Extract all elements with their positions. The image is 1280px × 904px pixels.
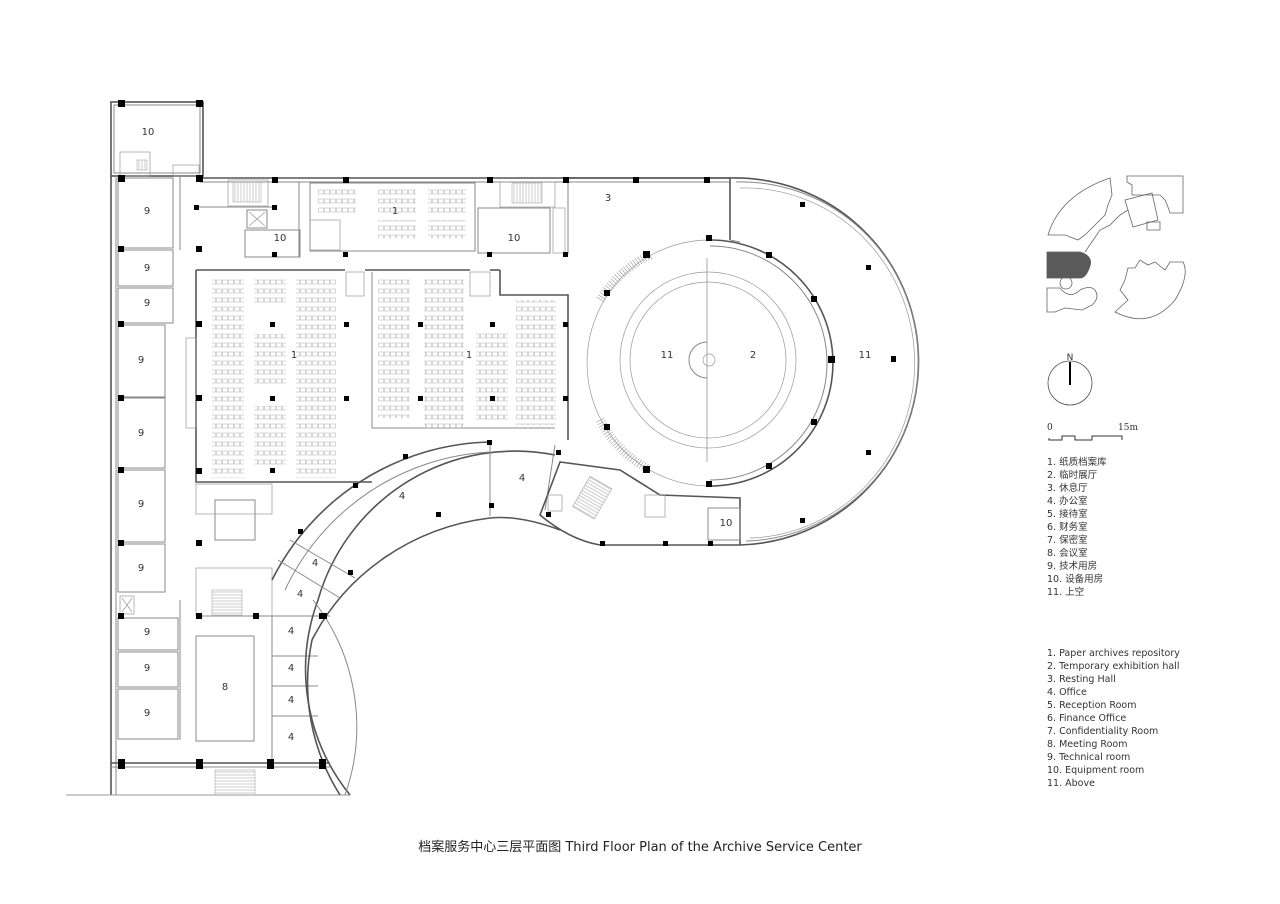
legend-item: 5. Reception Room [1047,700,1137,711]
legend-item: 10. Equipment room [1047,765,1145,776]
legend-item: 1. Paper archives repository [1047,648,1180,659]
room-label: 1 [291,350,297,361]
north-arrow-icon: N [1047,353,1093,406]
curved-office-band [271,441,561,796]
rotunda [568,177,920,546]
structural-columns [118,100,896,769]
room-label: 8 [222,682,228,693]
legend-item: 2. 临时展厅 [1047,470,1098,481]
service-core [539,461,741,546]
legend-item: 11. 上空 [1047,587,1085,598]
legend-item: 7. 保密室 [1047,535,1088,546]
room-label: 1 [392,206,398,217]
room-label: 4 [519,473,525,484]
legend-item: 11. Above [1047,778,1095,789]
room-label: 9 [144,263,150,274]
room-labels: 10 9 9 9 9 9 9 9 9 9 9 1 1 1 10 10 10 3 … [138,127,872,743]
legend-item: 9. 技术用房 [1047,561,1098,572]
room-label: 4 [312,558,318,569]
room-label: 4 [288,695,294,706]
room-label: 9 [144,708,150,719]
room-label: 1 [466,350,472,361]
key-plan [1046,175,1186,320]
room-label: 10 [720,518,733,529]
legend-item: 8. Meeting Room [1047,739,1128,750]
room-label: 4 [288,626,294,637]
legend-item: 6. Finance Office [1047,713,1127,724]
room-label: 9 [138,563,144,574]
west-wing [110,101,204,795]
room-label: 10 [508,233,521,244]
compass-label: N [1067,353,1074,363]
room-label: 4 [297,589,303,600]
scale-start-label: 0 [1047,423,1053,433]
room-label: 3 [605,193,611,204]
room-label: 9 [144,627,150,638]
room-label: 2 [750,350,756,361]
shelving-north [318,188,466,238]
legend-item: 5. 接待室 [1047,509,1088,520]
room-label: 9 [144,206,150,217]
scale-end-label: 15m [1118,423,1138,433]
shelving-main [212,278,556,478]
room-label: 9 [138,428,144,439]
room-label: 9 [138,355,144,366]
legend-item: 1. 纸质档案库 [1047,457,1107,468]
legend-item: 3. Resting Hall [1047,674,1116,685]
drawing-caption: 档案服务中心三层平面图 Third Floor Plan of the Arch… [418,840,862,855]
legend-item: 2. Temporary exhibition hall [1047,661,1180,672]
room-label: 4 [399,491,405,502]
legend-item: 6. 财务室 [1047,522,1088,533]
legend-item: 4. 办公室 [1047,496,1088,507]
room-label: 10 [142,127,155,138]
legend-item: 8. 会议室 [1047,548,1088,559]
room-label: 9 [138,499,144,510]
legend-item: 7. Confidentiality Room [1047,726,1159,737]
room-label: 4 [288,663,294,674]
room-label: 11 [661,350,674,361]
legend-english: 1. Paper archives repository 2. Temporar… [1047,647,1180,790]
lower-west [66,483,350,796]
room-label: 11 [859,350,872,361]
room-label: 9 [144,298,150,309]
scale-bar: 0 15m [1047,423,1138,441]
legend-chinese: 1. 纸质档案库 2. 临时展厅 3. 休息厅 4. 办公室 5. 接待室 6.… [1047,456,1107,599]
legend-item: 3. 休息厅 [1047,483,1088,494]
room-label: 9 [144,663,150,674]
room-label: 10 [274,233,287,244]
room-label: 4 [288,732,294,743]
legend-item: 9. Technical room [1047,752,1131,763]
legend-item: 4. Office [1047,687,1087,698]
legend-item: 10. 设备用房 [1047,574,1104,585]
